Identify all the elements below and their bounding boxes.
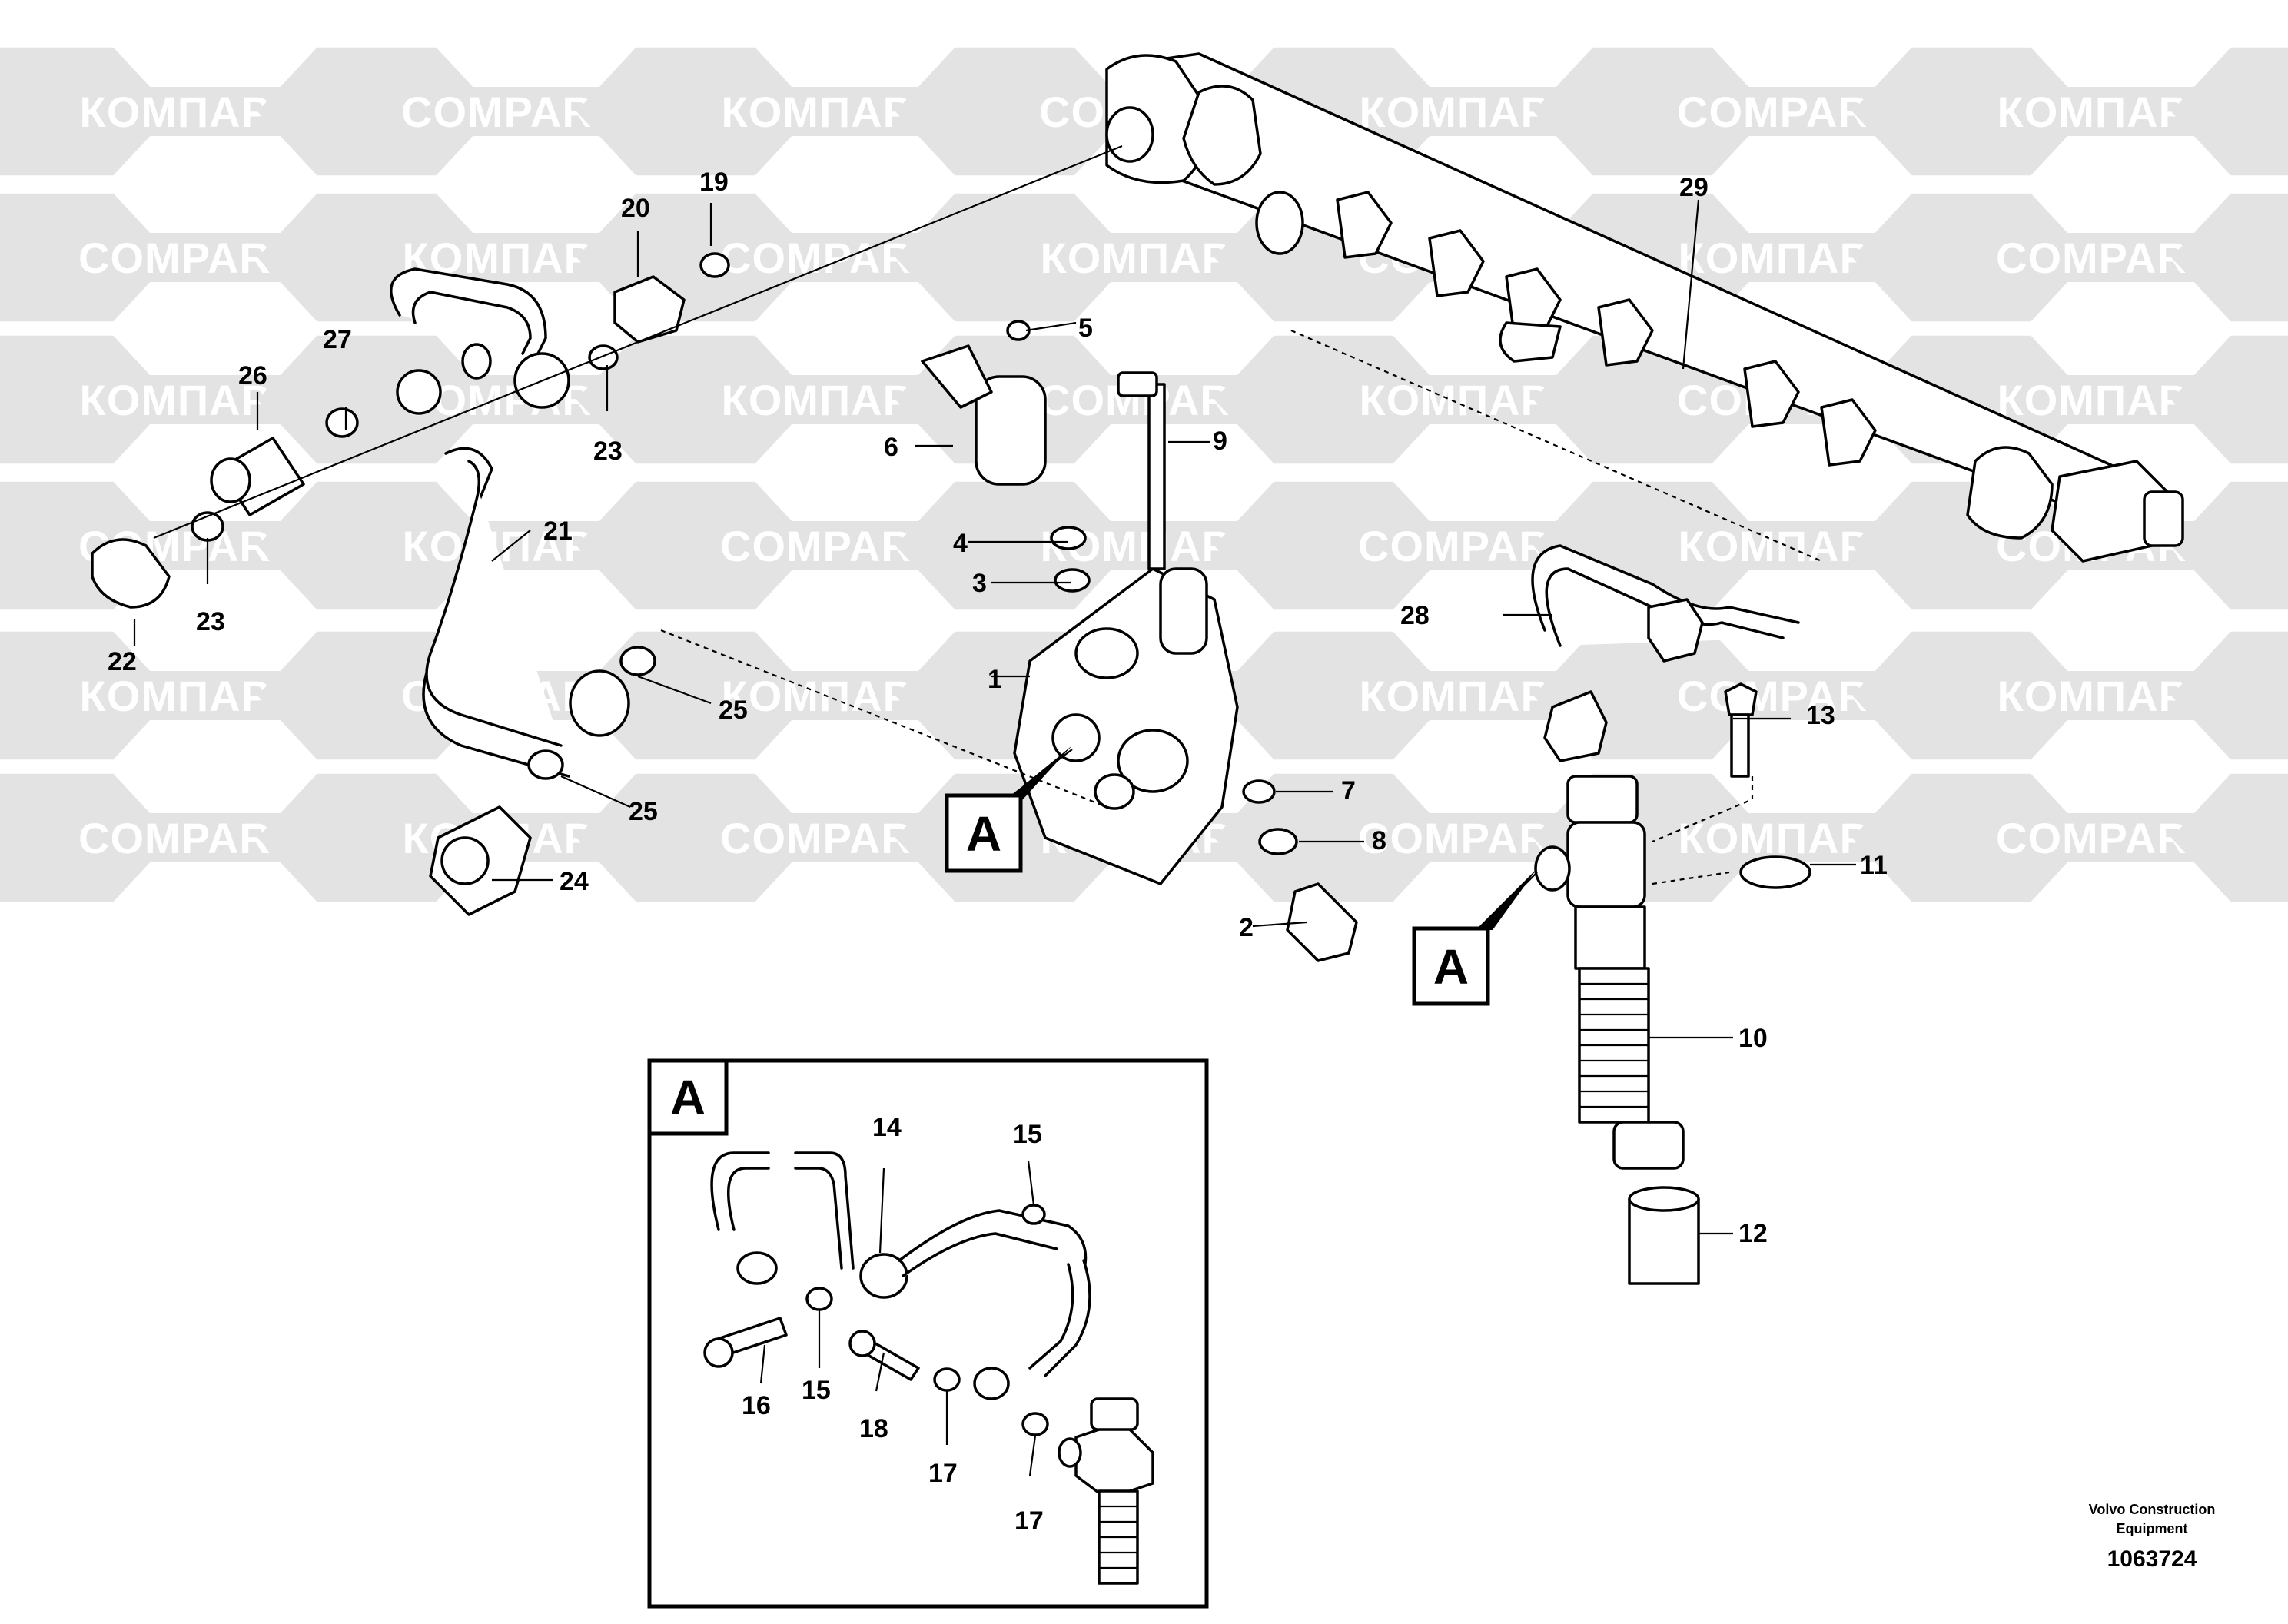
watermark-hexagon: [1214, 773, 1453, 902]
watermark-hexagon: [576, 47, 815, 176]
part-label-25-bottom: 25: [629, 797, 658, 826]
watermark-hexagon: [576, 481, 815, 610]
part-label-23-bottom: 23: [196, 607, 225, 636]
watermark-hexagon: [895, 47, 1134, 176]
detail-view-a: A: [647, 1058, 1209, 1609]
watermark-hexagon: [1852, 631, 2090, 760]
watermark-hexagon: [1852, 193, 2090, 322]
watermark-hexagon: [576, 335, 815, 464]
watermark-hexagon: [2171, 193, 2288, 322]
diagram-caption: Volvo Construction Equipment 1063724: [2089, 1502, 2216, 1572]
part-label-25-top: 25: [719, 696, 748, 725]
part-label-4: 4: [953, 529, 968, 558]
part-label-12: 12: [1738, 1219, 1768, 1248]
part-label-1: 1: [988, 665, 1002, 694]
watermark-hexagon: [2171, 631, 2288, 760]
watermark-hexagon: [1214, 631, 1453, 760]
return-pipe-assembly: [91, 252, 730, 916]
view-a-label-left: A: [966, 806, 1001, 862]
caption-line-2: Equipment: [2117, 1521, 2188, 1536]
part-label-5: 5: [1078, 314, 1093, 343]
watermark-hexagon: [2171, 335, 2288, 464]
watermark-hexagon: [1214, 335, 1453, 464]
view-a-marker-left: A: [945, 793, 1023, 873]
part-label-22: 22: [108, 647, 137, 676]
caption-line-1: Volvo Construction: [2089, 1502, 2216, 1517]
watermark-hexagon: [1852, 773, 2090, 902]
watermark-hexagon: [1214, 481, 1453, 610]
part-label-17-lower: 17: [1014, 1506, 1044, 1536]
part-label-20: 20: [621, 194, 650, 223]
part-label-26: 26: [238, 361, 267, 390]
part-label-29: 29: [1679, 173, 1709, 202]
watermark-hexagon: [2171, 47, 2288, 176]
watermark-hexagon: [257, 335, 496, 464]
part-label-11: 11: [1860, 851, 1888, 880]
part-label-27: 27: [323, 325, 352, 354]
watermark-hexagon: [257, 47, 496, 176]
part-label-6: 6: [884, 433, 898, 462]
watermark-hexagon: [895, 193, 1134, 322]
watermark-hexagon: [2171, 773, 2288, 902]
part-label-10: 10: [1738, 1024, 1768, 1053]
watermark-hexagon: [2171, 481, 2288, 610]
part-label-14: 14: [872, 1113, 902, 1142]
part-label-28: 28: [1400, 601, 1430, 630]
part-label-24: 24: [560, 867, 589, 896]
fuel-rail: [1105, 52, 2184, 563]
part-label-9: 9: [1213, 427, 1227, 456]
part-label-17-upper: 17: [928, 1459, 958, 1488]
part-label-2: 2: [1239, 913, 1254, 942]
part-label-23-top: 23: [593, 437, 623, 466]
part-label-15-bottom: 15: [802, 1376, 831, 1405]
watermark-hexagon: [257, 481, 496, 610]
part-label-21: 21: [543, 516, 573, 546]
watermark-hexagon: [1533, 47, 1772, 176]
part-label-13: 13: [1806, 701, 1835, 730]
unit-pump-assembly: [1531, 544, 1811, 1285]
pump-head-assembly: [921, 320, 1358, 962]
part-label-19: 19: [699, 168, 729, 197]
part-label-16: 16: [742, 1391, 771, 1420]
caption-drawing-number: 1063724: [2107, 1546, 2197, 1572]
part-label-15-top: 15: [1013, 1120, 1042, 1149]
view-a-marker-right: A: [1412, 926, 1490, 1006]
watermark-hexagon: [1852, 47, 2090, 176]
part-number-labels: 1 2 3 4 5 6 7 8 9 10 11 12 13 14 15 15 1…: [108, 168, 1888, 1536]
view-a-arrows: [999, 746, 1537, 930]
watermark-hexagon: [576, 773, 815, 902]
detail-view-a-label: A: [670, 1070, 706, 1125]
view-a-label-right: A: [1433, 939, 1469, 995]
part-label-18: 18: [859, 1414, 888, 1443]
part-label-8: 8: [1372, 826, 1386, 855]
part-label-3: 3: [972, 569, 987, 598]
part-label-7: 7: [1341, 776, 1356, 805]
